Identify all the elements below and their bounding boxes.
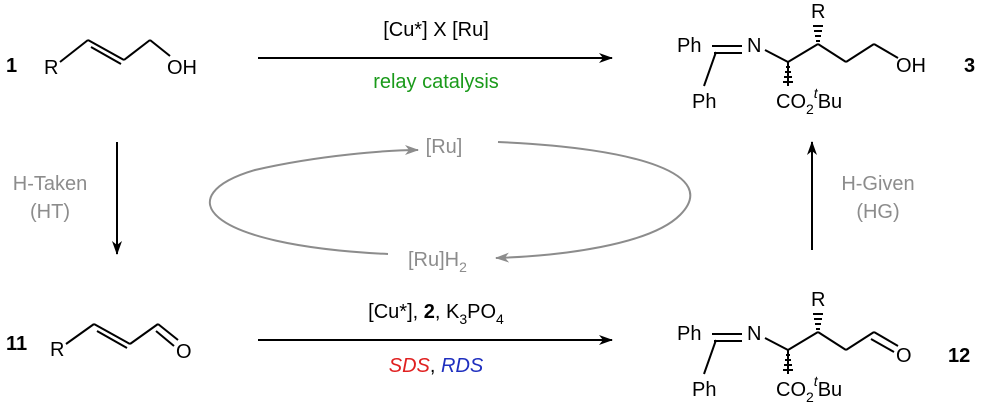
compound-3-number: 3 [964, 55, 975, 77]
left-arrow-h-taken: H-Taken (HT) [13, 142, 122, 255]
cycle-ru-hydride: [Ru]H2 [408, 249, 467, 275]
compound-3-bonds [703, 43, 899, 87]
left-arrow-label-line1: H-Taken [13, 173, 87, 195]
compound-12-hashed-bond-ester [783, 354, 793, 371]
ru-cycle: [Ru] [Ru]H2 [209, 136, 692, 275]
compound-11-o: O [176, 341, 192, 363]
compound-12: Ph Ph N R O CO2tBu 1 [677, 289, 970, 405]
compound-11-bonds [65, 323, 179, 349]
compound-12-ph-lower: Ph [692, 379, 716, 401]
compound-1-r: R [44, 57, 58, 79]
bottom-reaction-arrow: [Cu*], 2, K3PO4 SDS, RDS [258, 301, 613, 377]
cycle-ru-catalyst: [Ru] [426, 136, 463, 158]
compound-3: Ph Ph N R OH CO2tBu 3 [677, 1, 975, 117]
cycle-arrow-right [495, 141, 692, 263]
compound-1: 1 R OH [6, 39, 197, 79]
compound-12-number: 12 [948, 345, 970, 367]
compound-3-hashed-bond-r [813, 25, 823, 42]
compound-1-bonds [59, 39, 171, 65]
compound-11-number: 11 [6, 333, 27, 355]
right-arrow-h-given: H-Given (HG) [807, 141, 915, 250]
compound-1-number: 1 [6, 55, 17, 77]
right-arrow-label-line1: H-Given [841, 173, 914, 195]
compound-3-ph-lower: Ph [692, 91, 716, 113]
compound-12-bonds [703, 331, 899, 375]
compound-3-ph-upper: Ph [677, 35, 701, 57]
compound-3-r: R [811, 1, 825, 23]
compound-12-n: N [747, 323, 761, 345]
compound-3-oh: OH [896, 55, 926, 77]
top-reaction-arrow: [Cu*] X [Ru] relay catalysis [258, 19, 613, 93]
bottom-arrow-label: SDS, RDS [389, 355, 484, 377]
top-arrow-label: relay catalysis [373, 71, 499, 93]
compound-11-r: R [50, 339, 64, 361]
compound-3-hashed-bond-ester [783, 66, 793, 83]
compound-12-ester: CO2tBu [776, 373, 842, 404]
compound-12-hashed-bond-r [813, 313, 823, 330]
compound-12-o: O [896, 345, 912, 367]
compound-1-oh: OH [167, 57, 197, 79]
compound-12-ph-upper: Ph [677, 323, 701, 345]
compound-11: 11 R O [6, 323, 192, 363]
compound-3-ester: CO2tBu [776, 85, 842, 117]
left-arrow-label-line2: (HT) [30, 201, 70, 223]
compound-12-r: R [811, 289, 825, 311]
top-arrow-conditions: [Cu*] X [Ru] [383, 19, 489, 41]
compound-3-n: N [747, 35, 761, 57]
bottom-arrow-conditions: [Cu*], 2, K3PO4 [368, 301, 504, 327]
cycle-arrow-left [209, 145, 419, 255]
right-arrow-label-line2: (HG) [856, 201, 899, 223]
